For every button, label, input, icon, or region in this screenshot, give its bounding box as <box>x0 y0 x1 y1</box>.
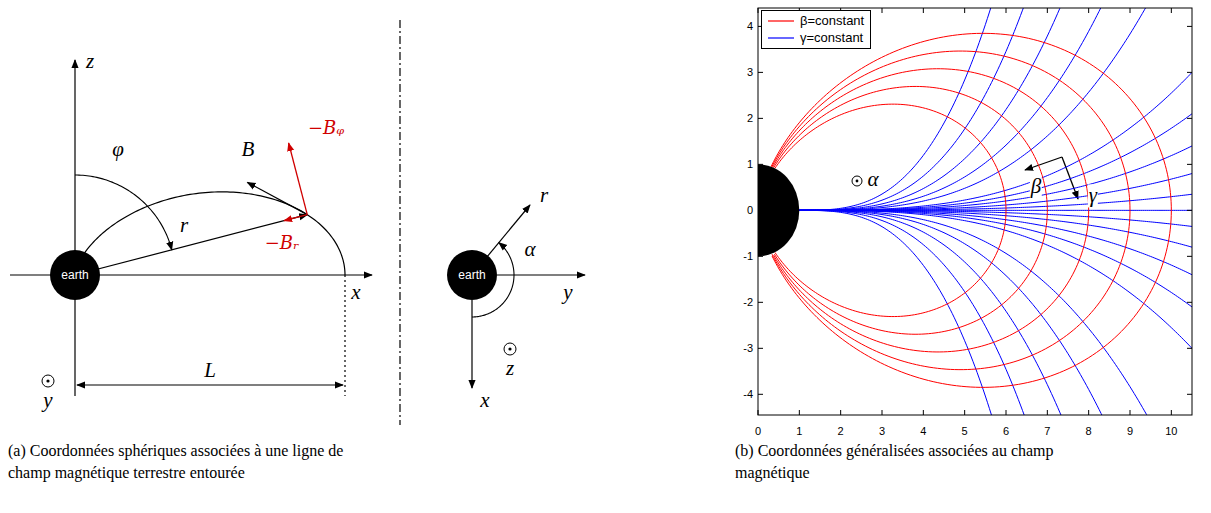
earth-disc: earth <box>50 250 100 300</box>
gamma-curve <box>799 8 1159 210</box>
legend-text: β=constant <box>800 13 864 28</box>
radius-label: r <box>540 184 548 207</box>
gamma-curve <box>799 210 1159 415</box>
axis-tick-label: 0 <box>747 204 753 216</box>
earth-label: earth <box>458 268 485 282</box>
axis-tick-label: -3 <box>743 342 753 354</box>
beta-curve <box>772 51 1130 370</box>
plot-frame <box>758 8 1192 415</box>
coordinate-label: γ <box>1088 184 1098 207</box>
axis-tick-label: 0 <box>755 425 761 437</box>
axis-tick-label: 4 <box>747 20 753 32</box>
unit-vector-arrows <box>1025 157 1078 199</box>
axis-tick-label: 10 <box>1165 425 1177 437</box>
subfigure-caption: (a) Coordonnées sphériques associées à u… <box>8 440 353 483</box>
panel-a-axes <box>10 20 585 425</box>
radius-label: r <box>180 214 188 237</box>
axis-tick-label: 8 <box>1086 425 1092 437</box>
axis-label: z <box>86 50 94 73</box>
axis-tick-label: 1 <box>747 158 753 170</box>
gamma-curve <box>799 210 1070 415</box>
axis-label: x <box>351 281 360 304</box>
beta-curve <box>771 33 1171 387</box>
gamma-curve <box>799 210 1192 350</box>
axis-tick-label: -4 <box>743 388 753 400</box>
br-vector <box>284 215 307 221</box>
beta-curve <box>773 69 1089 352</box>
gamma-curve <box>799 70 1192 210</box>
radius-vector <box>75 215 307 275</box>
phi-arc <box>75 175 172 250</box>
gamma-curve <box>799 210 997 415</box>
axis-tick-label: 3 <box>747 66 753 78</box>
axis-label: z <box>506 357 514 380</box>
legend-sample-line <box>766 16 796 26</box>
angle-label: α <box>524 238 535 261</box>
axis-tick-label: 3 <box>879 425 885 437</box>
legend-text: γ=constant <box>800 30 863 45</box>
earth-half-disc <box>758 164 799 256</box>
legend-box: β=constant γ=constant <box>761 10 871 49</box>
earth-label: earth <box>61 268 88 282</box>
angle-label: φ <box>112 138 124 161</box>
legend-entry: β=constant <box>766 12 864 29</box>
coordinate-label: β <box>1030 175 1042 198</box>
plot-curves <box>758 8 1192 415</box>
gamma-curve <box>799 210 1033 415</box>
axis-tick-label: 2 <box>747 112 753 124</box>
axis-tick-label: -1 <box>743 250 753 262</box>
gamma-curve <box>799 112 1192 210</box>
gamma-curve <box>799 210 1192 308</box>
legend-sample-line <box>766 33 796 43</box>
axis-tick-label: 2 <box>838 425 844 437</box>
gamma-curve <box>799 210 1113 415</box>
computed-curves <box>75 0 1194 440</box>
subfigure-caption: (b) Coordonnées généralisées associées a… <box>735 440 1055 483</box>
vector-label: B <box>242 138 255 161</box>
b-vector <box>247 182 307 214</box>
gamma-curve <box>799 8 997 210</box>
axis-label: y <box>43 389 52 412</box>
axis-tick-label: 9 <box>1127 425 1133 437</box>
axis-tick-label: 6 <box>1003 425 1009 437</box>
coordinate-label: α <box>866 168 879 191</box>
bphi-vector <box>289 143 308 215</box>
vector-component-label: −Bᵩ <box>308 118 344 138</box>
axis-tick-label: 4 <box>920 425 926 437</box>
axis-tick-label: -2 <box>743 296 753 308</box>
gamma-curve <box>799 8 1113 210</box>
axis-label: x <box>480 389 489 412</box>
dimension-label: L <box>204 359 216 382</box>
beta-curve <box>775 104 1006 316</box>
beta-curve <box>774 86 1048 334</box>
earth-disc: earth <box>447 250 497 300</box>
vector-component-label: −Bᵣ <box>265 233 300 253</box>
axis-label: y <box>563 281 572 304</box>
axis-tick-label: 1 <box>796 425 802 437</box>
legend-entry: γ=constant <box>766 29 864 46</box>
axis-tick-label: 5 <box>962 425 968 437</box>
axis-tick-label: 7 <box>1044 425 1050 437</box>
out-of-page-symbols <box>42 176 862 387</box>
